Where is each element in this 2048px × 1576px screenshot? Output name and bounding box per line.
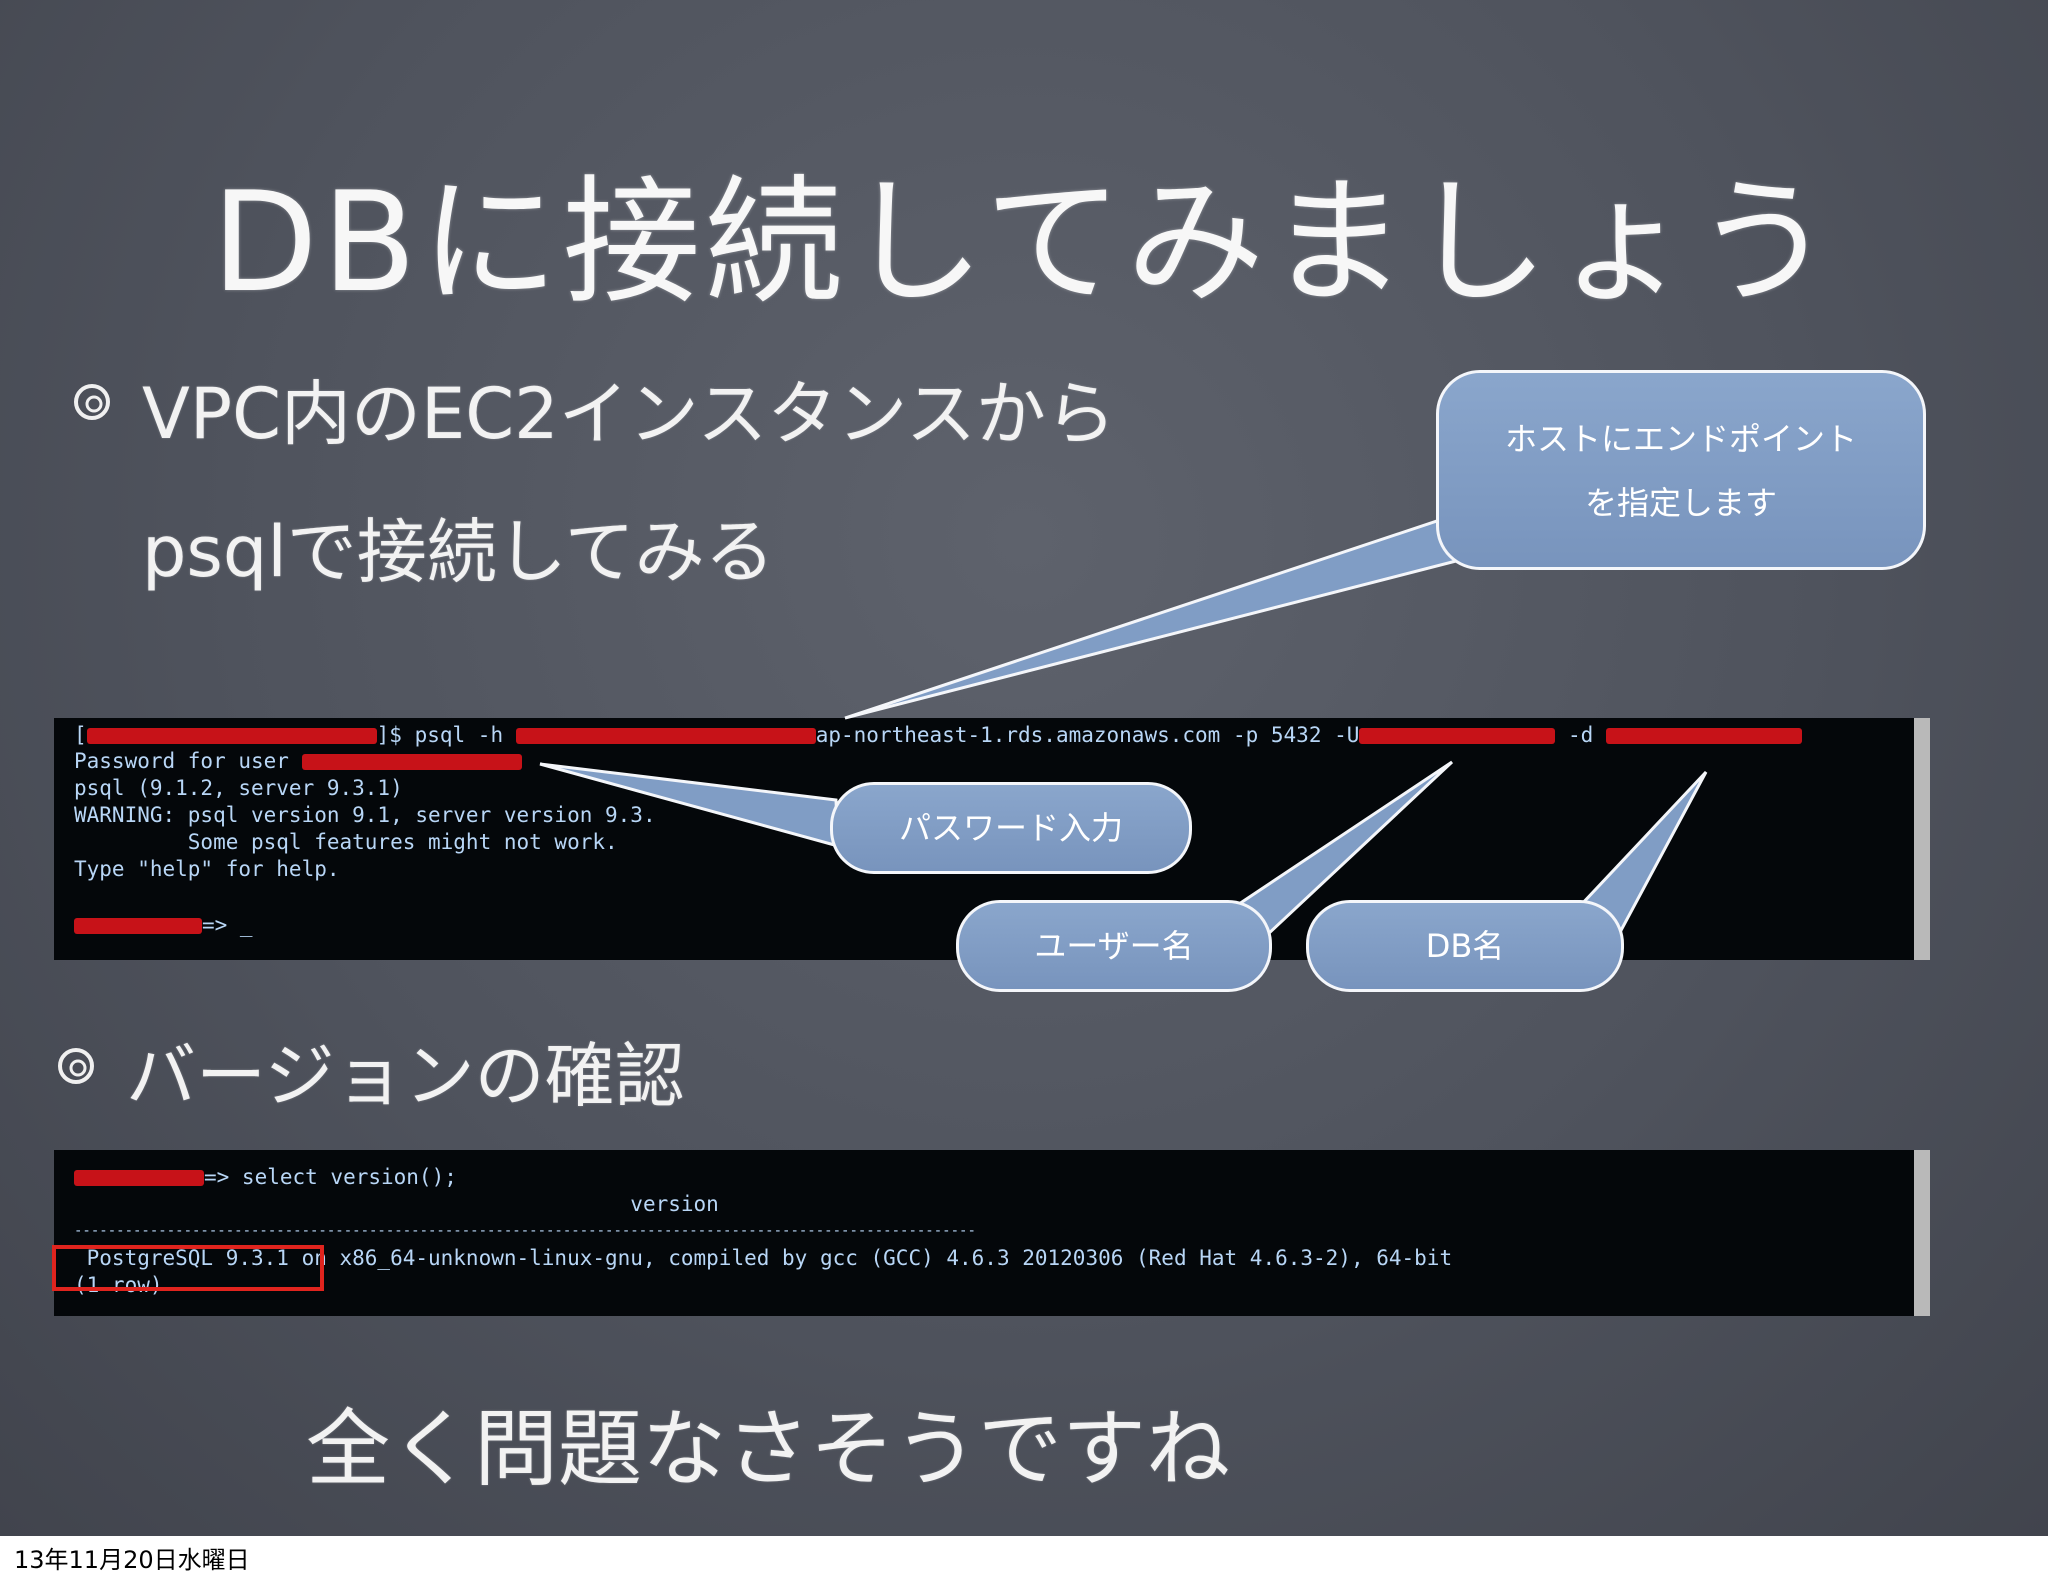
terminal-line: => select version(); — [74, 1164, 457, 1190]
terminal-line: => _ — [74, 912, 253, 938]
bullet-1-line-1: VPC内のEC2インスタンスから — [142, 373, 1116, 455]
slide-title: DBに接続してみましょう — [211, 162, 1837, 323]
bullet-1-line-2: psqlで接続してみる — [142, 511, 775, 593]
redaction-mark — [86, 728, 377, 744]
terminal-line: []$ psql -h ap-northeast-1.rds.amazonaws… — [74, 722, 1802, 748]
bullet-2-line-1: バージョンの確認 — [126, 1035, 685, 1117]
redaction-mark — [1605, 728, 1802, 744]
slide: DBに接続してみましょう VPC内のEC2インスタンスから psqlで接続してみ… — [0, 0, 2048, 1536]
bullet-swirl-icon — [74, 384, 110, 420]
redaction-mark — [74, 918, 202, 934]
terminal-scrollbar[interactable] — [1914, 718, 1930, 960]
version-highlight-box — [52, 1245, 324, 1291]
terminal-line: Password for user — [74, 748, 522, 774]
terminal-version: => select version(); version -----------… — [54, 1150, 1930, 1316]
callout-password: パスワード入力 — [830, 782, 1192, 874]
terminal-scrollbar[interactable] — [1914, 1150, 1930, 1316]
callout-host-line-1: ホストにエンドポイント — [1504, 420, 1857, 458]
redaction-mark — [1359, 728, 1556, 744]
terminal-line: (1 row) — [74, 1273, 163, 1297]
callout-host: ホストにエンドポイント を指定します — [1436, 370, 1926, 570]
terminal-line: Some psql features might not work. — [74, 830, 618, 854]
terminal-line: ----------------------------------------… — [74, 1223, 976, 1239]
bullet-swirl-icon — [58, 1048, 94, 1084]
terminal-line: Type "help" for help. — [74, 857, 340, 881]
terminal-line: psql (9.1.2, server 9.3.1) — [74, 776, 403, 800]
terminal-line: PostgreSQL 9.3.1 on x86_64-unknown-linux… — [74, 1246, 1453, 1270]
callout-db: DB名 — [1306, 900, 1624, 992]
terminal-line: version — [74, 1192, 719, 1216]
redaction-mark — [515, 728, 816, 744]
redaction-mark — [74, 1170, 204, 1186]
callout-user: ユーザー名 — [956, 900, 1272, 992]
closing-text: 全く問題なさそうですね — [306, 1400, 1231, 1498]
redaction-mark — [301, 754, 522, 770]
terminal-line: WARNING: psql version 9.1, server versio… — [74, 803, 656, 827]
footer-date: 13年11月20日水曜日 — [14, 1546, 250, 1574]
callout-host-line-2: を指定します — [1584, 484, 1777, 522]
callout-host-pointer — [844, 518, 1463, 720]
